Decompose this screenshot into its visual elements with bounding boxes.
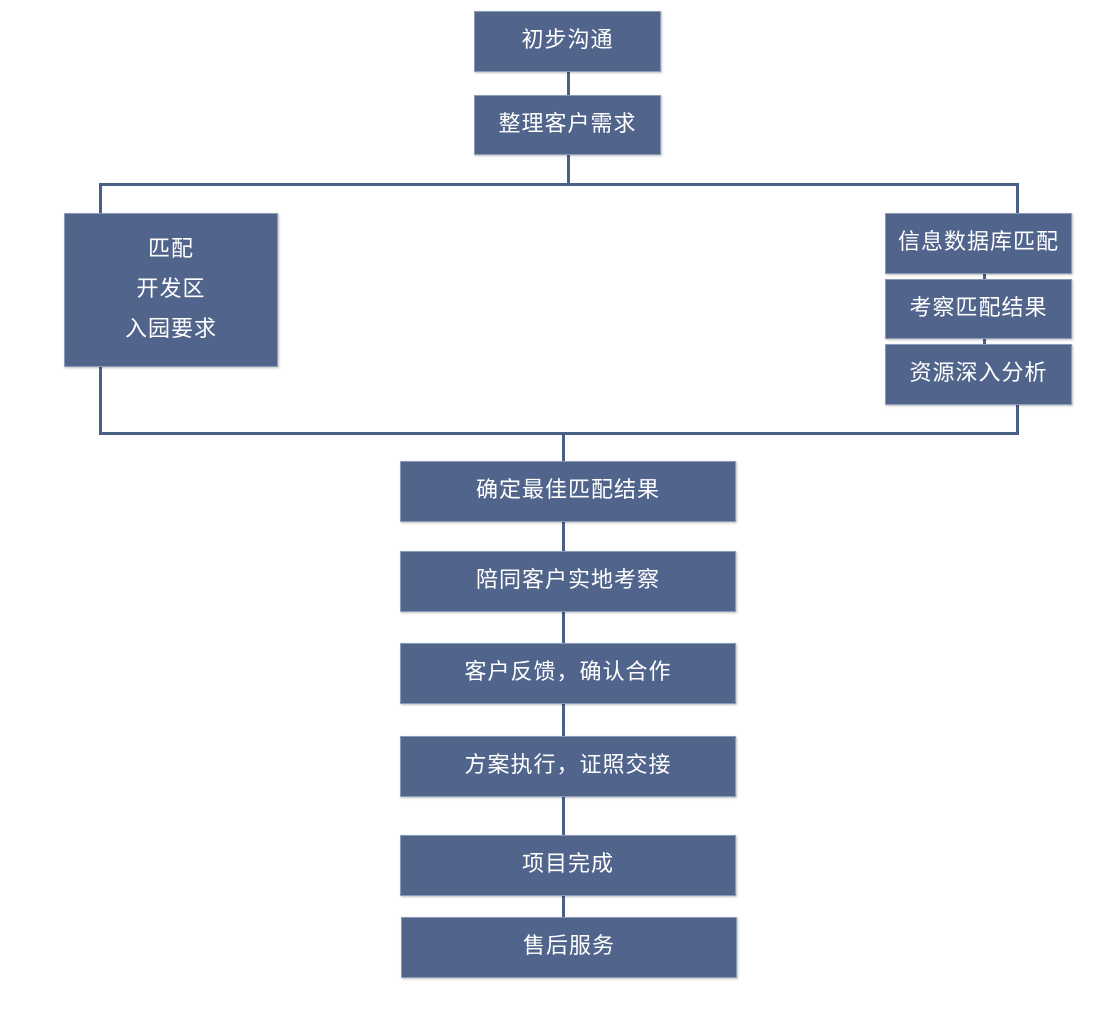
connector-right-stack-1 bbox=[983, 274, 986, 280]
step-inspect-results: 考察匹配结果 bbox=[885, 279, 1072, 339]
step-after-sales-label: 售后服务 bbox=[522, 934, 615, 960]
connector-top-branch-bar bbox=[99, 183, 1019, 186]
connector-right-down bbox=[1016, 405, 1019, 434]
step-after-sales: 售后服务 bbox=[401, 917, 737, 978]
step-organize-requirements-label: 整理客户需求 bbox=[498, 111, 637, 137]
connector-bottom-merge-bar bbox=[99, 432, 1019, 435]
step-database-match-label: 信息数据库匹配 bbox=[897, 230, 1059, 256]
connector-right-stack-2 bbox=[983, 338, 986, 345]
branch-left-line-3: 入园要求 bbox=[124, 317, 217, 342]
step-resource-analysis-label: 资源深入分析 bbox=[909, 361, 1048, 387]
branch-left-zone-requirements: 匹配 开发区 入园要求 bbox=[64, 213, 278, 367]
step-best-match-label: 确定最佳匹配结果 bbox=[475, 478, 660, 504]
step-inspect-results-label: 考察匹配结果 bbox=[909, 295, 1048, 321]
connector-complete-to-after-sales bbox=[562, 896, 565, 918]
connector-feedback-to-execution bbox=[562, 704, 565, 737]
connector-communication-to-requirements bbox=[567, 72, 570, 95]
step-site-visit: 陪同客户实地考察 bbox=[400, 551, 736, 612]
connector-best-match-to-site-visit bbox=[562, 522, 565, 552]
branch-left-line-2: 开发区 bbox=[136, 277, 206, 302]
step-project-complete-label: 项目完成 bbox=[521, 852, 614, 878]
connector-branch-to-right bbox=[1016, 183, 1019, 214]
connector-requirements-to-branch bbox=[567, 155, 570, 185]
step-organize-requirements: 整理客户需求 bbox=[474, 95, 661, 155]
branch-left-line-1: 匹配 bbox=[147, 237, 194, 262]
step-site-visit-label: 陪同客户实地考察 bbox=[475, 568, 660, 594]
step-execution: 方案执行，证照交接 bbox=[400, 736, 736, 797]
step-best-match: 确定最佳匹配结果 bbox=[400, 461, 736, 522]
step-database-match: 信息数据库匹配 bbox=[885, 213, 1072, 274]
step-project-complete: 项目完成 bbox=[400, 835, 736, 896]
connector-site-visit-to-feedback bbox=[562, 612, 565, 644]
connector-left-down bbox=[99, 366, 102, 434]
step-feedback-confirm-label: 客户反馈，确认合作 bbox=[464, 660, 672, 686]
step-execution-label: 方案执行，证照交接 bbox=[464, 753, 672, 779]
connector-merge-to-best-match bbox=[562, 432, 565, 462]
connector-branch-to-left bbox=[99, 183, 102, 214]
step-initial-communication: 初步沟通 bbox=[474, 11, 661, 72]
step-initial-communication-label: 初步沟通 bbox=[521, 28, 614, 54]
step-resource-analysis: 资源深入分析 bbox=[885, 344, 1072, 405]
step-feedback-confirm: 客户反馈，确认合作 bbox=[400, 643, 736, 704]
connector-execution-to-complete bbox=[562, 797, 565, 836]
